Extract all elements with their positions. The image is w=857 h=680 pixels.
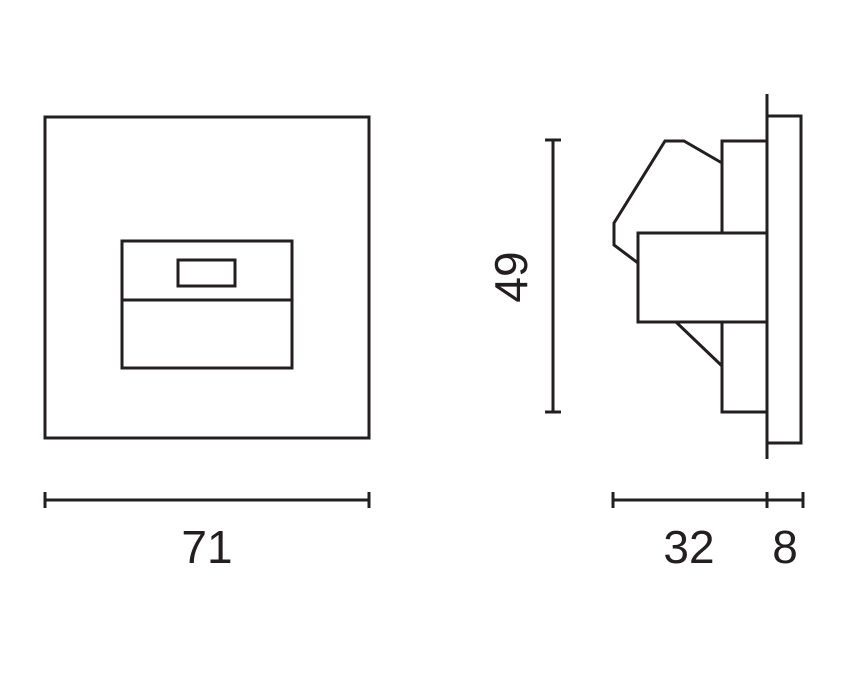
port-opening — [176, 258, 237, 288]
front-plate — [43, 115, 371, 440]
dimension-lines — [43, 138, 805, 508]
side-view — [612, 94, 803, 459]
depth-label: 32 — [663, 521, 714, 573]
front-view — [43, 115, 371, 440]
center-body — [636, 231, 769, 324]
module-body — [120, 239, 294, 370]
width-label: 71 — [181, 521, 232, 573]
clip-upper — [612, 139, 723, 265]
upper-block — [720, 139, 769, 235]
lower-block — [720, 320, 769, 414]
height-label: 49 — [485, 251, 537, 302]
clip-lower — [674, 320, 724, 368]
plate-depth-label: 8 — [772, 521, 798, 573]
side-plate — [765, 114, 803, 445]
